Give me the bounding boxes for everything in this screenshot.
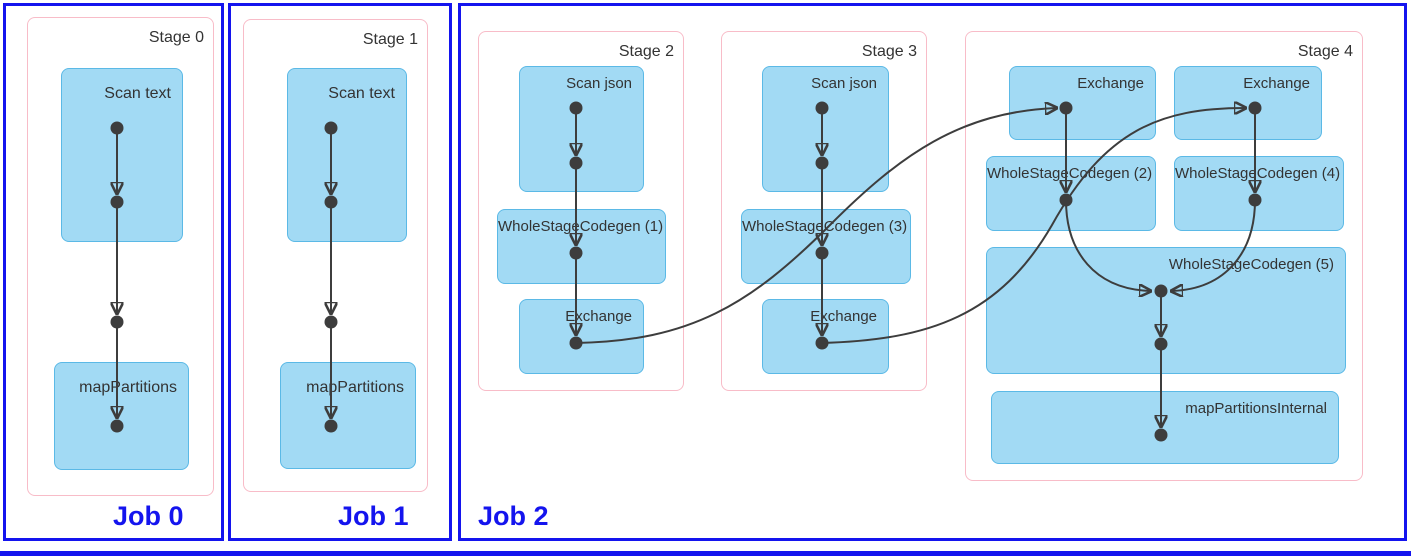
node-mappartitionsinternal[interactable]: mapPartitionsInternal: [991, 391, 1339, 464]
job-1-label: Job 1: [338, 501, 409, 531]
job-2-label: Job 2: [478, 501, 549, 531]
stage-2-box[interactable]: Stage 2 Scan json WholeStageCodegen (1) …: [478, 31, 684, 391]
node-exchange-stage3[interactable]: Exchange: [762, 299, 889, 374]
node-wholestagecodegen-2[interactable]: WholeStageCodegen (2): [986, 156, 1156, 231]
node-exchange-right-stage4[interactable]: Exchange: [1174, 66, 1322, 140]
stage-0-box[interactable]: Stage 0 Scan text mapPartitions: [27, 17, 214, 496]
node-wholestagecodegen-5[interactable]: WholeStageCodegen (5): [986, 247, 1346, 374]
node-exchange-left-stage4[interactable]: Exchange: [1009, 66, 1156, 140]
node-scan-text-stage0[interactable]: Scan text: [61, 68, 183, 242]
node-scan-json-stage3[interactable]: Scan json: [762, 66, 889, 192]
stage-4-label: Stage 4: [1297, 43, 1353, 60]
job-0-label: Job 0: [113, 501, 184, 531]
stage-1-box[interactable]: Stage 1 Scan text mapPartitions: [243, 19, 428, 492]
stage-4-box[interactable]: Stage 4 Exchange Exchange WholeStageCode…: [965, 31, 1363, 481]
node-mappartitions-stage1[interactable]: mapPartitions: [280, 362, 416, 469]
stage-1-label: Stage 1: [362, 31, 418, 48]
bottom-border-rule: [0, 551, 1411, 556]
job-1-box: Stage 1 Scan text mapPartitions: [228, 3, 452, 541]
stage-3-label: Stage 3: [861, 43, 917, 60]
node-scan-json-stage2[interactable]: Scan json: [519, 66, 644, 192]
job-0-box: Stage 0 Scan text mapPartitions: [3, 3, 224, 541]
node-scan-text-stage1[interactable]: Scan text: [287, 68, 407, 242]
node-wholestagecodegen-1[interactable]: WholeStageCodegen (1): [497, 209, 666, 284]
job-2-box: Stage 2 Scan json WholeStageCodegen (1) …: [458, 3, 1407, 541]
stage-2-label: Stage 2: [618, 43, 674, 60]
node-exchange-stage2[interactable]: Exchange: [519, 299, 644, 374]
node-wholestagecodegen-4[interactable]: WholeStageCodegen (4): [1174, 156, 1344, 231]
stage-3-box[interactable]: Stage 3 Scan json WholeStageCodegen (3) …: [721, 31, 927, 391]
stage-0-label: Stage 0: [148, 29, 204, 46]
node-mappartitions-stage0[interactable]: mapPartitions: [54, 362, 189, 470]
node-wholestagecodegen-3[interactable]: WholeStageCodegen (3): [741, 209, 911, 284]
